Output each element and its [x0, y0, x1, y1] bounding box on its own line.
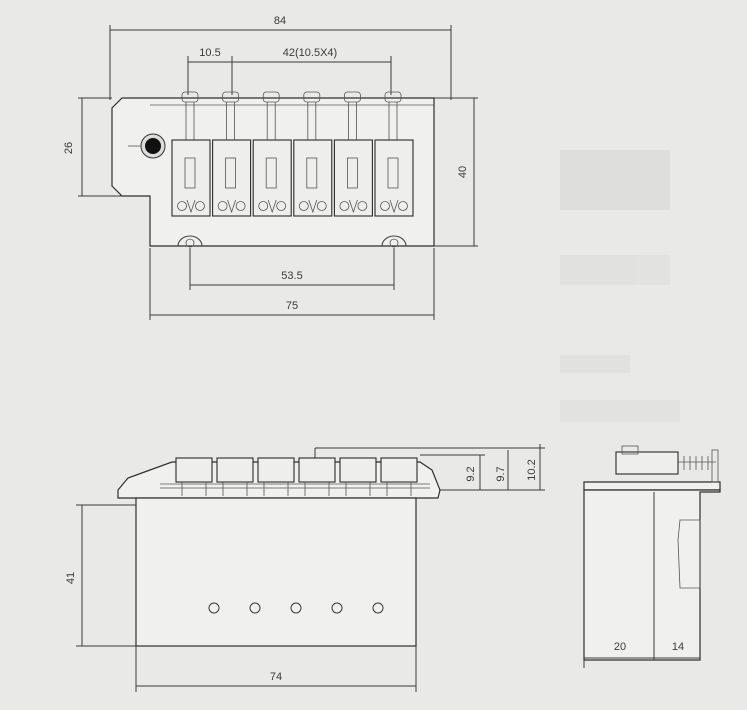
- front-saddle: [339, 457, 377, 496]
- front-saddle: [175, 457, 213, 496]
- dim-label-10-5: 10.5: [199, 47, 220, 59]
- dim-label-40: 40: [457, 166, 469, 178]
- dimension-block-width: 74: [135, 646, 417, 692]
- dim-label-84: 84: [274, 15, 286, 27]
- dim-label-10-2: 10.2: [526, 459, 538, 480]
- saddle: [171, 91, 211, 217]
- dimension-mount-height: 26: [63, 97, 122, 197]
- saddle: [252, 91, 292, 217]
- dimension-overall-width: 84: [109, 15, 452, 100]
- dimension-side-depth: 20 14: [583, 641, 700, 668]
- front-view: 9.2 9.7 10.2 41 74: [65, 444, 545, 692]
- dim-label-75: 75: [286, 300, 298, 312]
- dim-label-26: 26: [63, 142, 75, 154]
- dim-label-42: 42(10.5X4): [283, 47, 337, 59]
- saddle: [374, 91, 414, 217]
- dim-label-14: 14: [672, 641, 684, 653]
- dim-label-9-7: 9.7: [495, 466, 507, 481]
- block-hole: [249, 602, 261, 614]
- saddle: [293, 91, 333, 217]
- arm-socket-icon: [128, 133, 166, 159]
- dimension-string-spacing: 10.5 42(10.5X4): [187, 47, 392, 95]
- block-holes: [208, 602, 384, 614]
- side-saddle: [615, 451, 679, 475]
- mount-notches: [177, 235, 407, 248]
- side-view: 20 14: [583, 445, 721, 668]
- sustain-block: [135, 497, 417, 647]
- dimension-block-height: 41: [65, 504, 136, 647]
- dim-label-9-2: 9.2: [465, 466, 477, 481]
- background-print: [560, 150, 680, 422]
- dim-label-41: 41: [65, 572, 77, 584]
- block-hole: [208, 602, 220, 614]
- dimension-plate-width: 75: [149, 248, 435, 320]
- block-hole: [331, 602, 343, 614]
- front-saddle: [216, 457, 254, 496]
- side-spring: [678, 449, 719, 483]
- block-hole: [290, 602, 302, 614]
- top-view: 84 10.5 42(10.5X4) 26 40: [63, 15, 478, 320]
- dim-label-53-5: 53.5: [281, 270, 302, 282]
- block-hole: [372, 602, 384, 614]
- saddle: [212, 91, 252, 217]
- saddle: [333, 91, 373, 217]
- saddle-group: [171, 91, 414, 217]
- dimension-screw-spacing: 53.5: [189, 248, 395, 290]
- dimension-body-height: 40: [434, 97, 478, 247]
- dim-label-20: 20: [614, 641, 626, 653]
- front-saddle-group: [175, 457, 418, 496]
- front-saddle: [298, 457, 336, 496]
- dim-label-74: 74: [270, 671, 282, 683]
- dimension-side-heights: 9.2 9.7 10.2: [314, 444, 545, 491]
- side-plate: [583, 481, 721, 491]
